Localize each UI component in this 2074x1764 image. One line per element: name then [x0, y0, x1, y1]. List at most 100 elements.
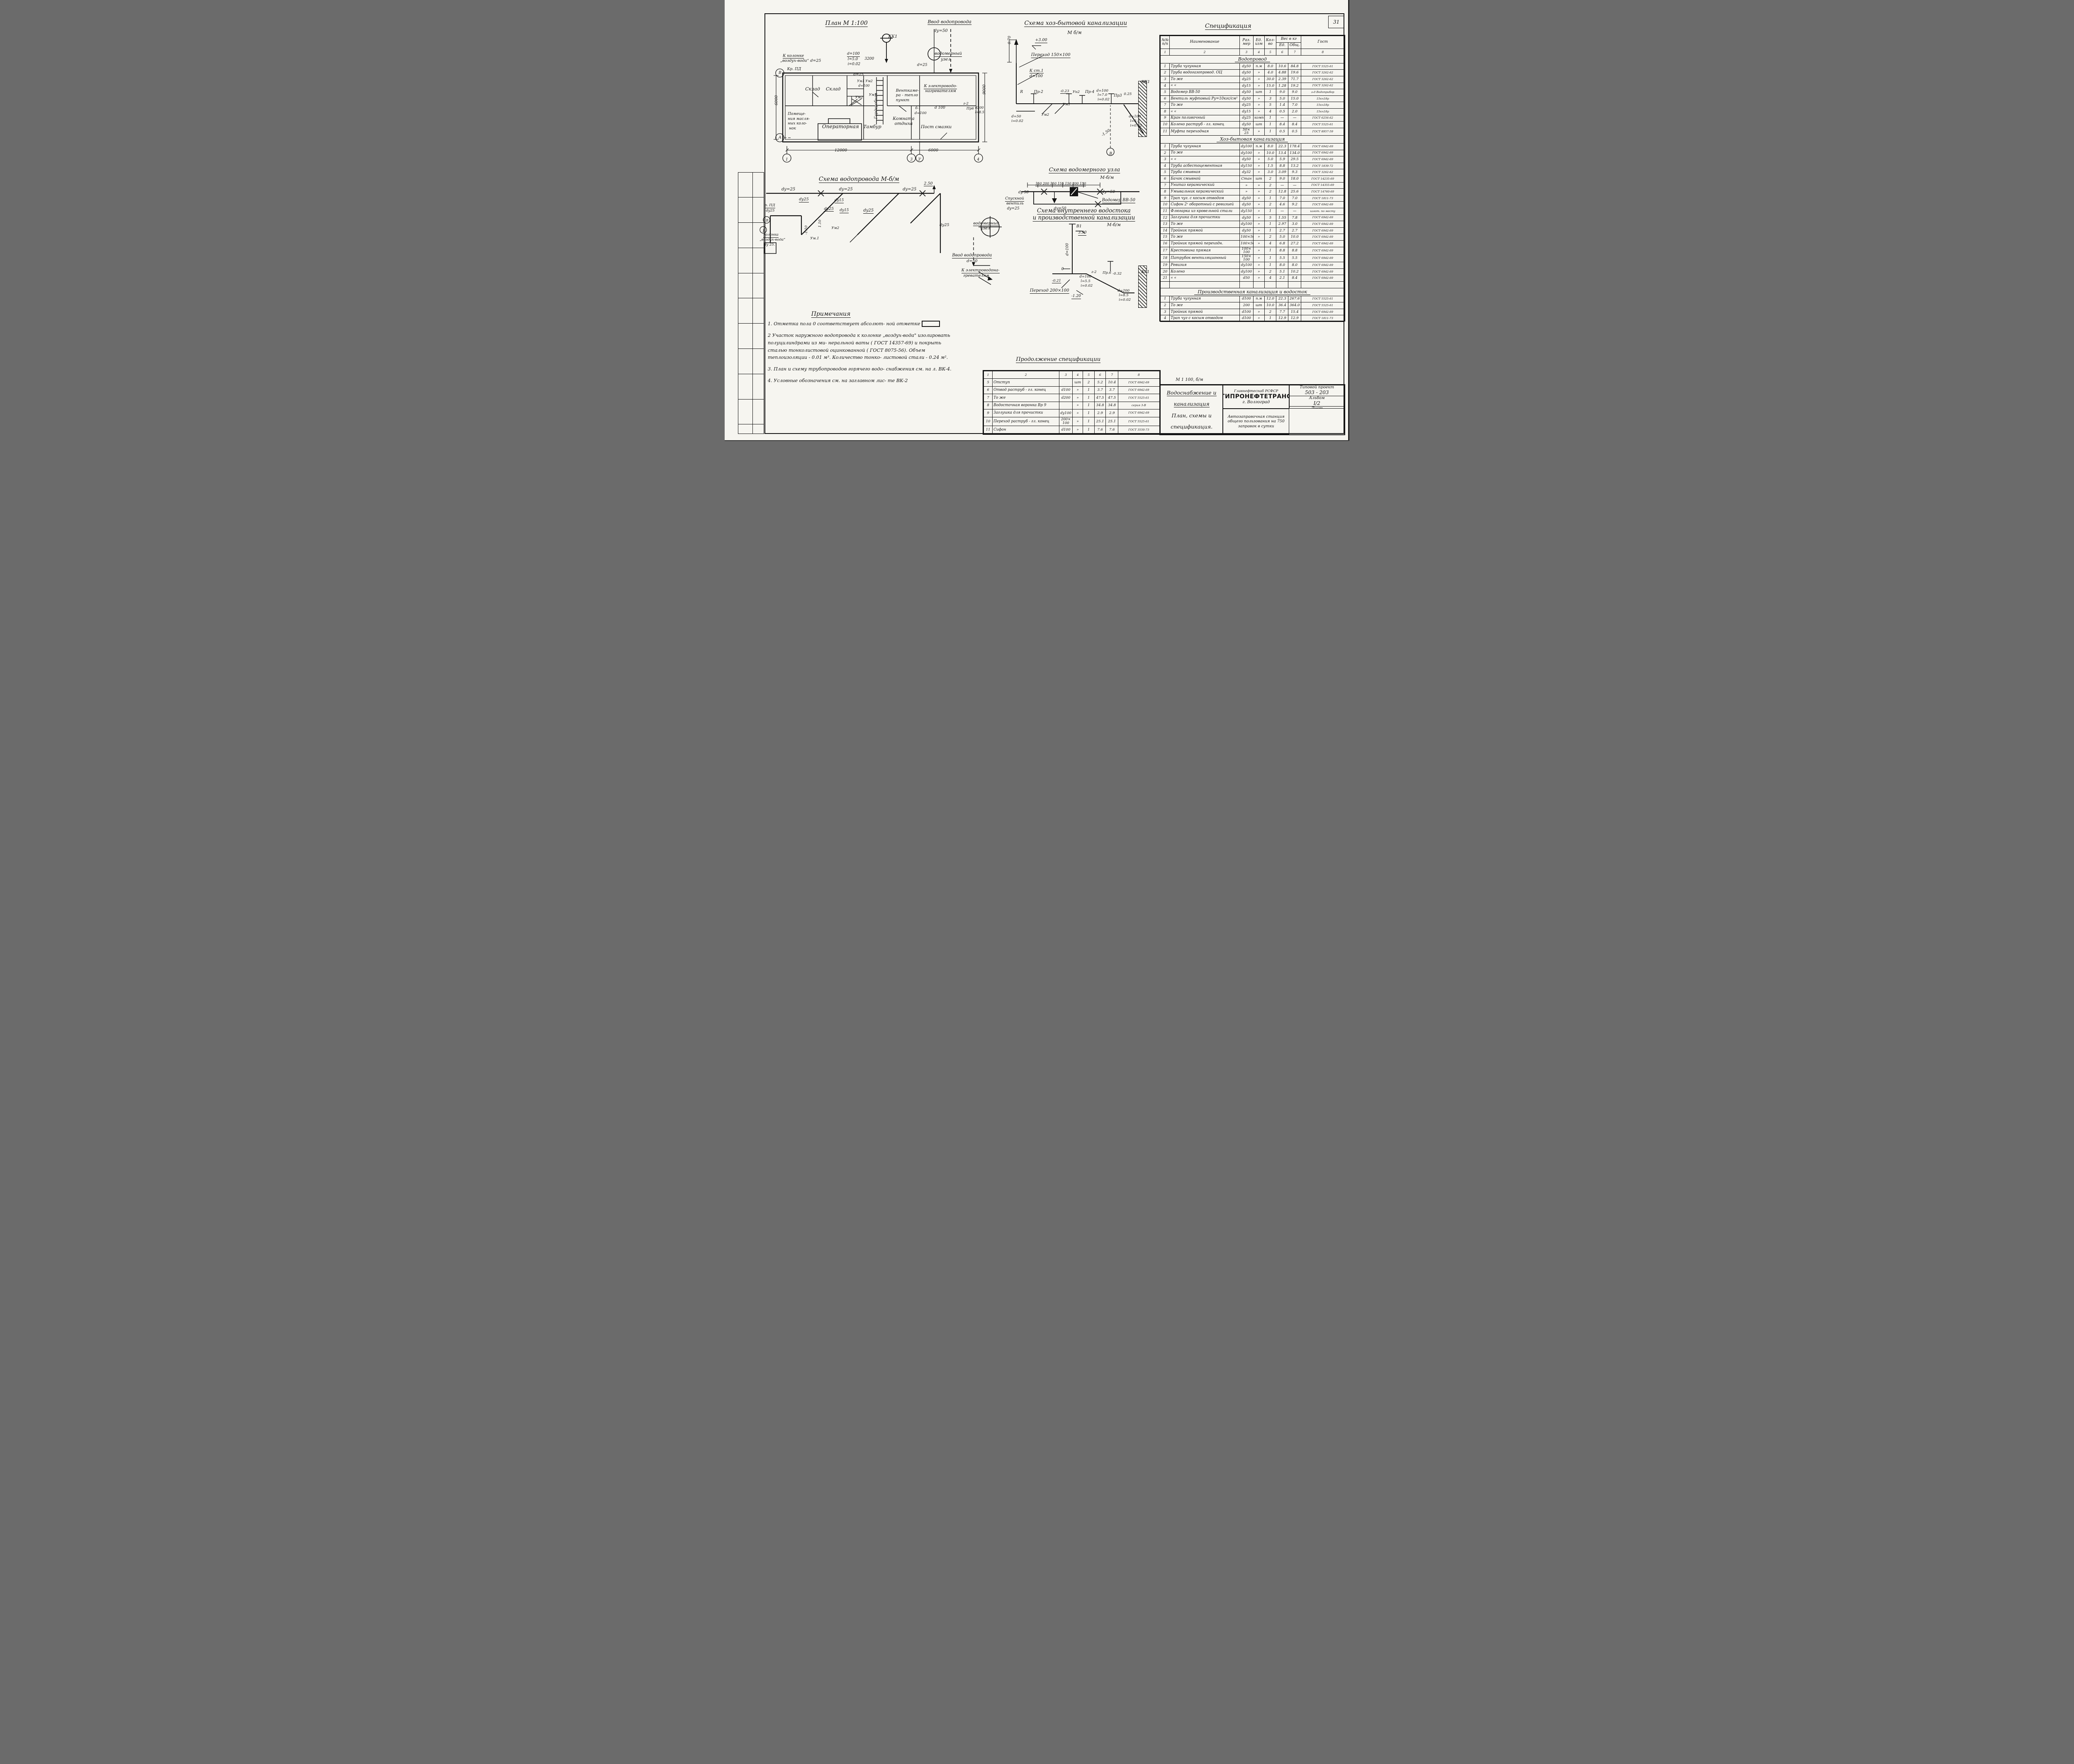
spec-cell: 25.1 [1105, 417, 1119, 426]
drawing-label: d=100 [1029, 73, 1043, 78]
spec-cell: 2.7 [1288, 227, 1302, 234]
note-item: 4. Условные обозначения см. на заглавном… [767, 378, 908, 384]
spec-cell: 1 [1083, 394, 1095, 402]
spec-cell: 71.7 [1288, 76, 1302, 83]
spec-cell: 25.1 [1094, 417, 1106, 426]
drawing-label: Ум.1 [810, 236, 819, 241]
spec-cell: 3.0 [1288, 221, 1302, 228]
spec-cell: dy50 [1239, 89, 1254, 96]
spec-cell [1239, 281, 1254, 288]
spec-cell: » [1253, 182, 1265, 189]
spec-cell: 5.2 [1094, 378, 1106, 387]
spec-cell: 13 [1160, 221, 1170, 228]
spec-cell: » [1253, 156, 1265, 163]
drawing-label: Венткаме- [896, 88, 919, 93]
drawing-label: dy25 [824, 206, 834, 212]
drawing-label: Схема внутреннего водостока [1037, 207, 1131, 215]
spec-cell: 18 [1160, 254, 1170, 263]
spec-cell: 8.4 [1276, 121, 1289, 128]
spec-cell: 1 [1264, 115, 1277, 122]
spec-cell: 8.0 [1276, 262, 1289, 269]
spec-cell: ГОСТ 6942-69 [1301, 268, 1345, 275]
spec-cell: 14 [1160, 227, 1170, 234]
drawing-label: Спускной [1005, 197, 1024, 202]
note-item: 3. План и схему трубопроводов горячего в… [767, 366, 952, 372]
spec-cell: изгот. по месту [1301, 207, 1345, 215]
spec-cell: 267.6 [1288, 295, 1302, 303]
spec-cell: 2.0 [1288, 108, 1302, 115]
drawing-linework [759, 29, 1144, 295]
sheet-subject-line2: канализация [1173, 401, 1210, 408]
spec-cell: То же [1169, 102, 1240, 109]
spec-cell: 5.5 [1288, 254, 1302, 263]
spec-cell: » [1253, 169, 1265, 176]
spec-cell: 8.0 [1264, 143, 1277, 150]
spec-cell: То же [1169, 76, 1240, 83]
spec-cell: ГОСТ 1811-73 [1301, 195, 1345, 202]
spec-cell: 30.0 [1264, 76, 1277, 83]
spec-cell: 9 [1160, 195, 1170, 202]
spec-cell: ГОСТ 5525-61 [1301, 121, 1345, 128]
spec-cell: Отступ [992, 378, 1060, 387]
spec-cell: ГОСТ 6942-69 [1301, 143, 1345, 150]
spec-cell: Трап чуг с косым отводом [1169, 315, 1240, 322]
spec-cell: 8.8 [1276, 246, 1289, 255]
spec-cell: 6 [1160, 95, 1170, 102]
spec-cell: 9.0 [1276, 89, 1289, 96]
drawing-label: l=7.0 [1098, 93, 1108, 97]
spec-cell: шт [1253, 175, 1265, 183]
spec-section-title: Хоз-бытовая канализация [1160, 135, 1345, 144]
spec-cell: 3.7 [1094, 386, 1106, 395]
spec-cell: — [1288, 115, 1302, 122]
spec-cell: dy100 [1059, 409, 1073, 417]
spec-cell: dy50 [1239, 69, 1254, 76]
drawing-label: В1 [1076, 224, 1082, 229]
note-item: 1. Отметка пола 0 соответствует абсолют-… [768, 320, 958, 328]
spec-cell [1301, 281, 1345, 288]
spec-cell: 10 [1160, 121, 1170, 128]
drawing-label: i=0.02 [1119, 297, 1131, 302]
spec-cell: » [1072, 401, 1083, 410]
spec-cell: 12.0 [1264, 295, 1277, 303]
spec-cell: ГОСТ 1839-72 [1301, 162, 1345, 170]
drawing-label: +3.00 [1035, 38, 1047, 43]
spec-cell: 3 [1239, 49, 1254, 56]
spec-cell: « « [1169, 275, 1240, 282]
spec-cell: » [1253, 268, 1265, 275]
spec-cell: 22.3 [1276, 295, 1289, 303]
drawing-label: dy 25. [764, 242, 775, 247]
spec-cell: 1 [1083, 409, 1095, 417]
spec-cell: Трап чуг. с косым отводом [1169, 195, 1240, 202]
spec-cell: 1 [1083, 417, 1095, 426]
spec-cell: шт [1253, 89, 1265, 96]
drawing-label: водомерный [935, 51, 962, 57]
spec-cell: 27.2 [1288, 240, 1302, 247]
org-city: г. Волгоград [1242, 400, 1270, 404]
spec-cell: ГОСТ 5525-61 [1118, 417, 1160, 426]
album-cell: Альбом I/2 [1290, 396, 1344, 407]
drawing-label: нагревателям [925, 88, 956, 93]
notes-block: 1. Отметка пола 0 соответствует абсолют-… [768, 320, 958, 389]
spec-cell: 10.4 [1105, 378, 1119, 387]
drawing-label: dy15 [835, 198, 844, 204]
drawing-label: колонка [763, 233, 779, 238]
drawing-label: нок [789, 127, 796, 131]
spec-cell: 7.6 [1094, 426, 1106, 434]
spec-cell: Сифон [992, 426, 1060, 434]
spec-cell: 4 [1264, 240, 1277, 247]
spec-cell: 1 [1264, 121, 1277, 128]
spec-cell: 0.5 [1276, 127, 1289, 136]
drawing-label: 1 [785, 157, 788, 162]
spec-cell: 150× 100 [1239, 254, 1254, 263]
spec-cell: » [1253, 69, 1265, 76]
spec-cell: То же [1169, 221, 1240, 228]
spec-section-title: Водопровод [1160, 55, 1345, 63]
spec-cell: 1 [1264, 127, 1277, 136]
spec-cell: dy25 [1239, 115, 1254, 122]
